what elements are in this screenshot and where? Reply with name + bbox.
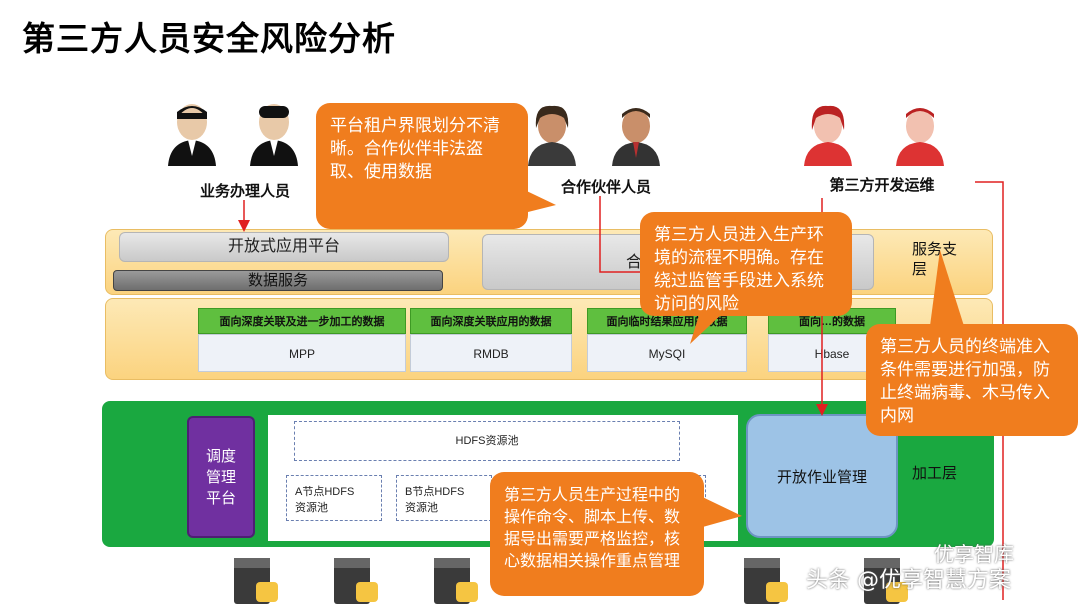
db-column-head: 面向深度关联应用的数据 bbox=[410, 308, 572, 334]
page-title: 第三方人员安全风险分析 bbox=[22, 19, 396, 58]
open-job-management: 开放作业管理 bbox=[746, 414, 898, 538]
server-icon bbox=[234, 558, 278, 604]
watermark-source: 头条 @优享智慧方案 bbox=[806, 568, 1011, 593]
risk-callout-terminal: 第三方人员的终端准入条件需要进行加强，防止终端病毒、木马传入内网 bbox=[866, 324, 1078, 436]
risk-callout-access: 第三方人员进入生产环境的流程不明确。存在绕过监管手段进入系统访问的风险 bbox=[640, 212, 852, 316]
hdfs-resource-pool: HDFS资源池 bbox=[294, 421, 680, 461]
watermark-brand: 优享智库 bbox=[934, 542, 1014, 566]
db-column-rmdb: 面向深度关联应用的数据 RMDB bbox=[410, 308, 572, 372]
risk-callout-operations: 第三方人员生产过程中的操作命令、脚本上传、数据导出需要严格监控，核心数据相关操作… bbox=[490, 472, 704, 596]
db-column-mpp: 面向深度关联及进一步加工的数据 MPP bbox=[198, 308, 406, 372]
db-column-head: 面向深度关联及进一步加工的数据 bbox=[198, 308, 406, 334]
service-layer-label: 服务支 层 bbox=[912, 241, 958, 278]
data-service-bar: 数据服务 bbox=[113, 270, 443, 291]
scheduler-platform: 调度 管理 平台 bbox=[187, 416, 255, 538]
third-party-people-icon bbox=[804, 105, 944, 166]
server-icon bbox=[864, 558, 908, 604]
node-a-pool: A节点HDFS 资源池 bbox=[286, 475, 382, 521]
business-people-icon bbox=[168, 104, 298, 166]
partner-people-label: 合作伙伴人员 bbox=[560, 178, 651, 196]
partner-people-icon bbox=[528, 105, 660, 166]
open-app-platform: 开放式应用平台 bbox=[119, 232, 449, 262]
db-column-body: MPP bbox=[198, 334, 406, 372]
server-icon bbox=[334, 558, 378, 604]
server-icons-left bbox=[234, 558, 478, 604]
db-column-body: RMDB bbox=[410, 334, 572, 372]
server-icon bbox=[744, 558, 788, 604]
third-party-people-label: 第三方开发运维 bbox=[829, 176, 935, 194]
server-icon bbox=[434, 558, 478, 604]
line-third-party-right bbox=[975, 181, 1004, 600]
db-column-body: MySQI bbox=[587, 334, 747, 372]
server-icons-right bbox=[744, 558, 908, 604]
business-people-label: 业务办理人员 bbox=[199, 182, 290, 200]
process-layer-label: 加工层 bbox=[912, 465, 958, 482]
risk-callout-tenant: 平台租户界限划分不清晰。合作伙伴非法盗取、使用数据 bbox=[316, 103, 528, 229]
node-b-pool: B节点HDFS 资源池 bbox=[396, 475, 492, 521]
